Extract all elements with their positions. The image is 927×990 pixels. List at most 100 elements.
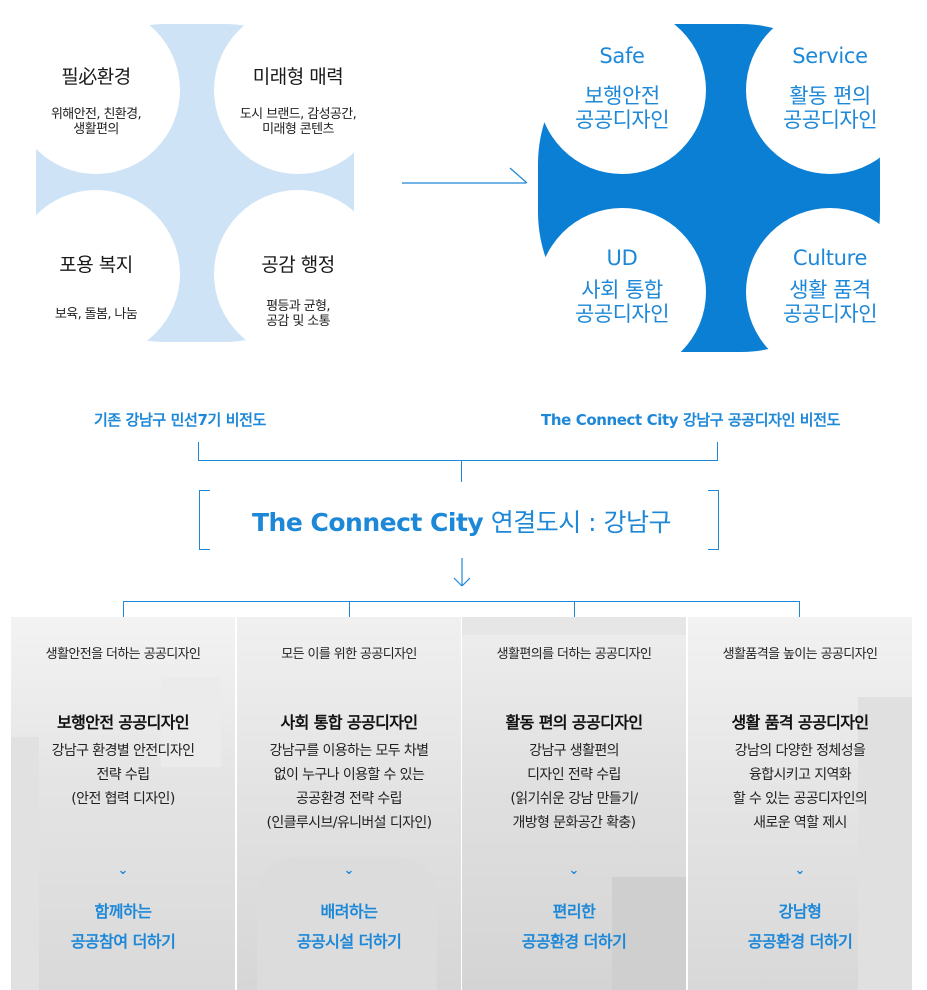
panel-photo-texture — [858, 697, 912, 990]
circle-subtitle: 도시 브랜드, 감성공간, 미래형 콘텐츠 — [214, 107, 382, 137]
circle-korean-line: 공공디자인 — [782, 108, 878, 132]
down-arrow-icon — [453, 558, 471, 587]
circle-subtitle: 위해안전, 친환경, 생활편의 — [12, 107, 180, 137]
circle-title: 미래형 매력 — [252, 66, 344, 88]
circle-korean-line: 공공디자인 — [782, 302, 878, 326]
panel-body: 강남구를 이용하는 모두 차별 없이 누구나 이용할 수 있는 공공환경 전략 … — [245, 739, 453, 835]
panel-activity-convenience: 생활편의를 더하는 공공디자인 활동 편의 공공디자인 강남구 생활편의 디자인… — [462, 617, 686, 990]
panel-tag: 생활편의를 더하는 공공디자인 — [496, 647, 652, 662]
branch-line — [123, 601, 800, 602]
panel-body: 강남구 생활편의 디자인 전략 수립 (읽기쉬운 강남 만들기/ 개방형 문화공… — [470, 739, 678, 835]
circle-korean-line: 공공디자인 — [574, 108, 670, 132]
circle-title: 포용 복지 — [59, 254, 133, 276]
circle-subtitle-line: 위해안전, 친환경, — [50, 107, 142, 122]
panel-photo-texture — [462, 617, 686, 635]
circle-english-title: UD — [606, 246, 638, 270]
connector-line — [198, 460, 718, 461]
panel-photo-texture — [612, 877, 686, 990]
circle-korean-title: 사회 통합 공공디자인 — [538, 278, 706, 326]
panel-footer: 함께하는 공공참여 더하기 — [11, 897, 235, 957]
panel-body-line: 강남구 환경별 안전디자인 — [51, 743, 195, 759]
right-circle-ud: UD 사회 통합 공공디자인 — [538, 208, 706, 376]
panel-footer-line: 강남형 — [778, 902, 822, 921]
left-bracket — [199, 490, 210, 550]
panel-footer: 배려하는 공공시설 더하기 — [237, 897, 461, 957]
panel-footer: 강남형 공공환경 더하기 — [688, 897, 912, 957]
panel-body-line: 개방형 문화공간 확충) — [512, 815, 636, 831]
right-circle-safe: Safe 보행안전 공공디자인 — [538, 6, 706, 174]
panel-body: 강남구 환경별 안전디자인 전략 수립 (안전 협력 디자인) — [19, 739, 227, 811]
panel-social-integration: 모든 이를 위한 공공디자인 사회 통합 공공디자인 강남구를 이용하는 모두 … — [237, 617, 461, 990]
circle-english-title: Safe — [599, 44, 645, 68]
left-vision-caption: 기존 강남구 민선7기 비전도 — [94, 411, 266, 429]
right-circle-culture: Culture 생활 품격 공공디자인 — [746, 208, 914, 376]
circle-subtitle-line: 도시 브랜드, 감성공간, — [239, 107, 357, 122]
left-circle-empathy-admin: 공감 행정 평등과 균형, 공감 및 소통 — [214, 190, 382, 358]
circle-subtitle: 보육, 돌봄, 나눔 — [12, 307, 180, 322]
left-circle-inclusive-welfare: 포용 복지 보육, 돌봄, 나눔 — [12, 190, 180, 358]
panel-photo-texture — [257, 857, 437, 990]
panel-body-line: 새로운 역할 제시 — [753, 815, 847, 831]
connector-line — [717, 442, 718, 460]
left-circle-future-charm: 미래형 매력 도시 브랜드, 감성공간, 미래형 콘텐츠 — [214, 6, 382, 174]
circle-korean-line: 보행안전 — [584, 84, 660, 108]
branch-line — [349, 601, 350, 617]
circle-korean-title: 활동 편의 공공디자인 — [746, 84, 914, 132]
panel-footer-line: 공공시설 더하기 — [296, 932, 402, 951]
right-vision-caption: The Connect City 강남구 공공디자인 비전도 — [541, 411, 841, 429]
panel-body-line: (읽기쉬운 강남 만들기/ — [510, 791, 638, 807]
panel-footer-line: 공공참여 더하기 — [70, 932, 176, 951]
panel-tag: 생활품격을 높이는 공공디자인 — [722, 647, 878, 662]
panel-body-line: 디자인 전략 수립 — [527, 767, 621, 783]
branch-line — [799, 601, 800, 617]
panel-life-dignity: 생활품격을 높이는 공공디자인 생활 품격 공공디자인 강남의 다양한 정체성을… — [688, 617, 912, 990]
chevron-down-icon: ⌄ — [343, 863, 355, 878]
left-circle-essential-environment: 필必환경 위해안전, 친환경, 생활편의 — [12, 6, 180, 174]
panel-pedestrian-safety: 생활안전을 더하는 공공디자인 보행안전 공공디자인 강남구 환경별 안전디자인… — [11, 617, 235, 990]
panel-body-line: 할 수 있는 공공디자인의 — [732, 791, 868, 807]
transition-arrow-icon — [402, 167, 528, 184]
connector-line — [198, 442, 199, 460]
branch-line — [574, 601, 575, 617]
circle-subtitle: 평등과 균형, 공감 및 소통 — [214, 299, 382, 329]
panel-footer-line: 공공환경 더하기 — [521, 932, 627, 951]
panel-body-line: (안전 협력 디자인) — [71, 791, 175, 807]
circle-title: 공감 행정 — [261, 254, 335, 276]
circle-korean-title: 보행안전 공공디자인 — [538, 84, 706, 132]
chevron-down-icon: ⌄ — [794, 863, 806, 878]
center-title-english: The Connect City — [252, 508, 484, 537]
panel-heading: 사회 통합 공공디자인 — [280, 713, 418, 732]
panel-tag: 생활안전을 더하는 공공디자인 — [45, 647, 201, 662]
panel-heading: 생활 품격 공공디자인 — [731, 713, 869, 732]
circle-english-title: Service — [792, 44, 868, 68]
panel-heading: 보행안전 공공디자인 — [56, 713, 190, 732]
branch-line — [123, 601, 124, 617]
panel-footer-line: 함께하는 — [94, 902, 152, 921]
chevron-down-icon: ⌄ — [117, 863, 129, 878]
center-title-korean: 연결도시 : 강남구 — [490, 508, 672, 537]
circle-subtitle-line: 평등과 균형, — [266, 299, 330, 314]
circle-subtitle-line: 미래형 콘텐츠 — [262, 122, 334, 137]
right-bracket — [708, 490, 719, 550]
panel-body-line: 융합시키고 지역화 — [748, 767, 852, 783]
circle-english-title: Culture — [792, 246, 868, 270]
panel-footer: 편리한 공공환경 더하기 — [462, 897, 686, 957]
panel-body-line: 공공환경 전략 수립 — [296, 791, 403, 807]
panel-body-line: 강남구를 이용하는 모두 차별 — [269, 743, 430, 759]
connector-line — [461, 460, 462, 482]
panel-body-line: 전략 수립 — [96, 767, 151, 783]
circle-korean-line: 사회 통합 — [581, 278, 663, 302]
circle-subtitle-line: 공감 및 소통 — [266, 314, 330, 329]
panel-footer-line: 공공환경 더하기 — [747, 932, 853, 951]
center-title: The Connect City 연결도시 : 강남구 — [252, 503, 672, 539]
circle-korean-line: 공공디자인 — [574, 302, 670, 326]
chevron-down-icon: ⌄ — [568, 863, 580, 878]
panel-footer-line: 편리한 — [552, 902, 596, 921]
circle-korean-title: 생활 품격 공공디자인 — [746, 278, 914, 326]
panel-photo-texture — [11, 737, 39, 990]
panel-body-line: 강남구 생활편의 — [529, 743, 619, 759]
panel-body-line: 강남의 다양한 정체성을 — [734, 743, 866, 759]
panel-tag: 모든 이를 위한 공공디자인 — [281, 647, 417, 662]
panel-body-line: 없이 누구나 이용할 수 있는 — [273, 767, 425, 783]
circle-korean-line: 생활 품격 — [789, 278, 871, 302]
